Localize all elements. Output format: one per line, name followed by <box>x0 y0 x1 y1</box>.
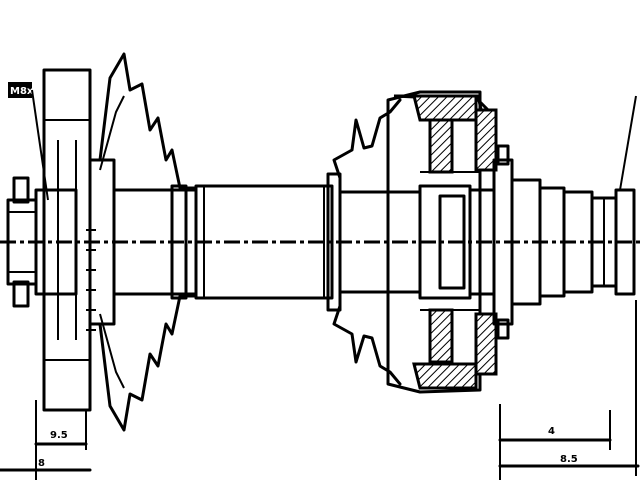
right-leader-line <box>619 95 637 191</box>
left-cv-joint <box>34 68 116 412</box>
center-shaft <box>194 184 334 300</box>
left-boot <box>98 52 198 432</box>
right-dimensions: 4 8.5 <box>498 300 640 480</box>
right-stub-shaft <box>492 144 636 340</box>
left-threaded-stub <box>6 176 38 308</box>
left-dimensions: 9.5 8 <box>0 400 92 480</box>
dim-left-small: 9.5 <box>50 430 68 441</box>
right-tripod-joint <box>386 90 498 394</box>
abs-tone-ring <box>86 229 96 331</box>
left-tag-label: M8x <box>10 86 34 97</box>
dim-right-large: 8.5 <box>560 454 578 465</box>
dim-right-small: 4 <box>548 426 555 437</box>
dim-left-large: 8 <box>38 458 45 469</box>
